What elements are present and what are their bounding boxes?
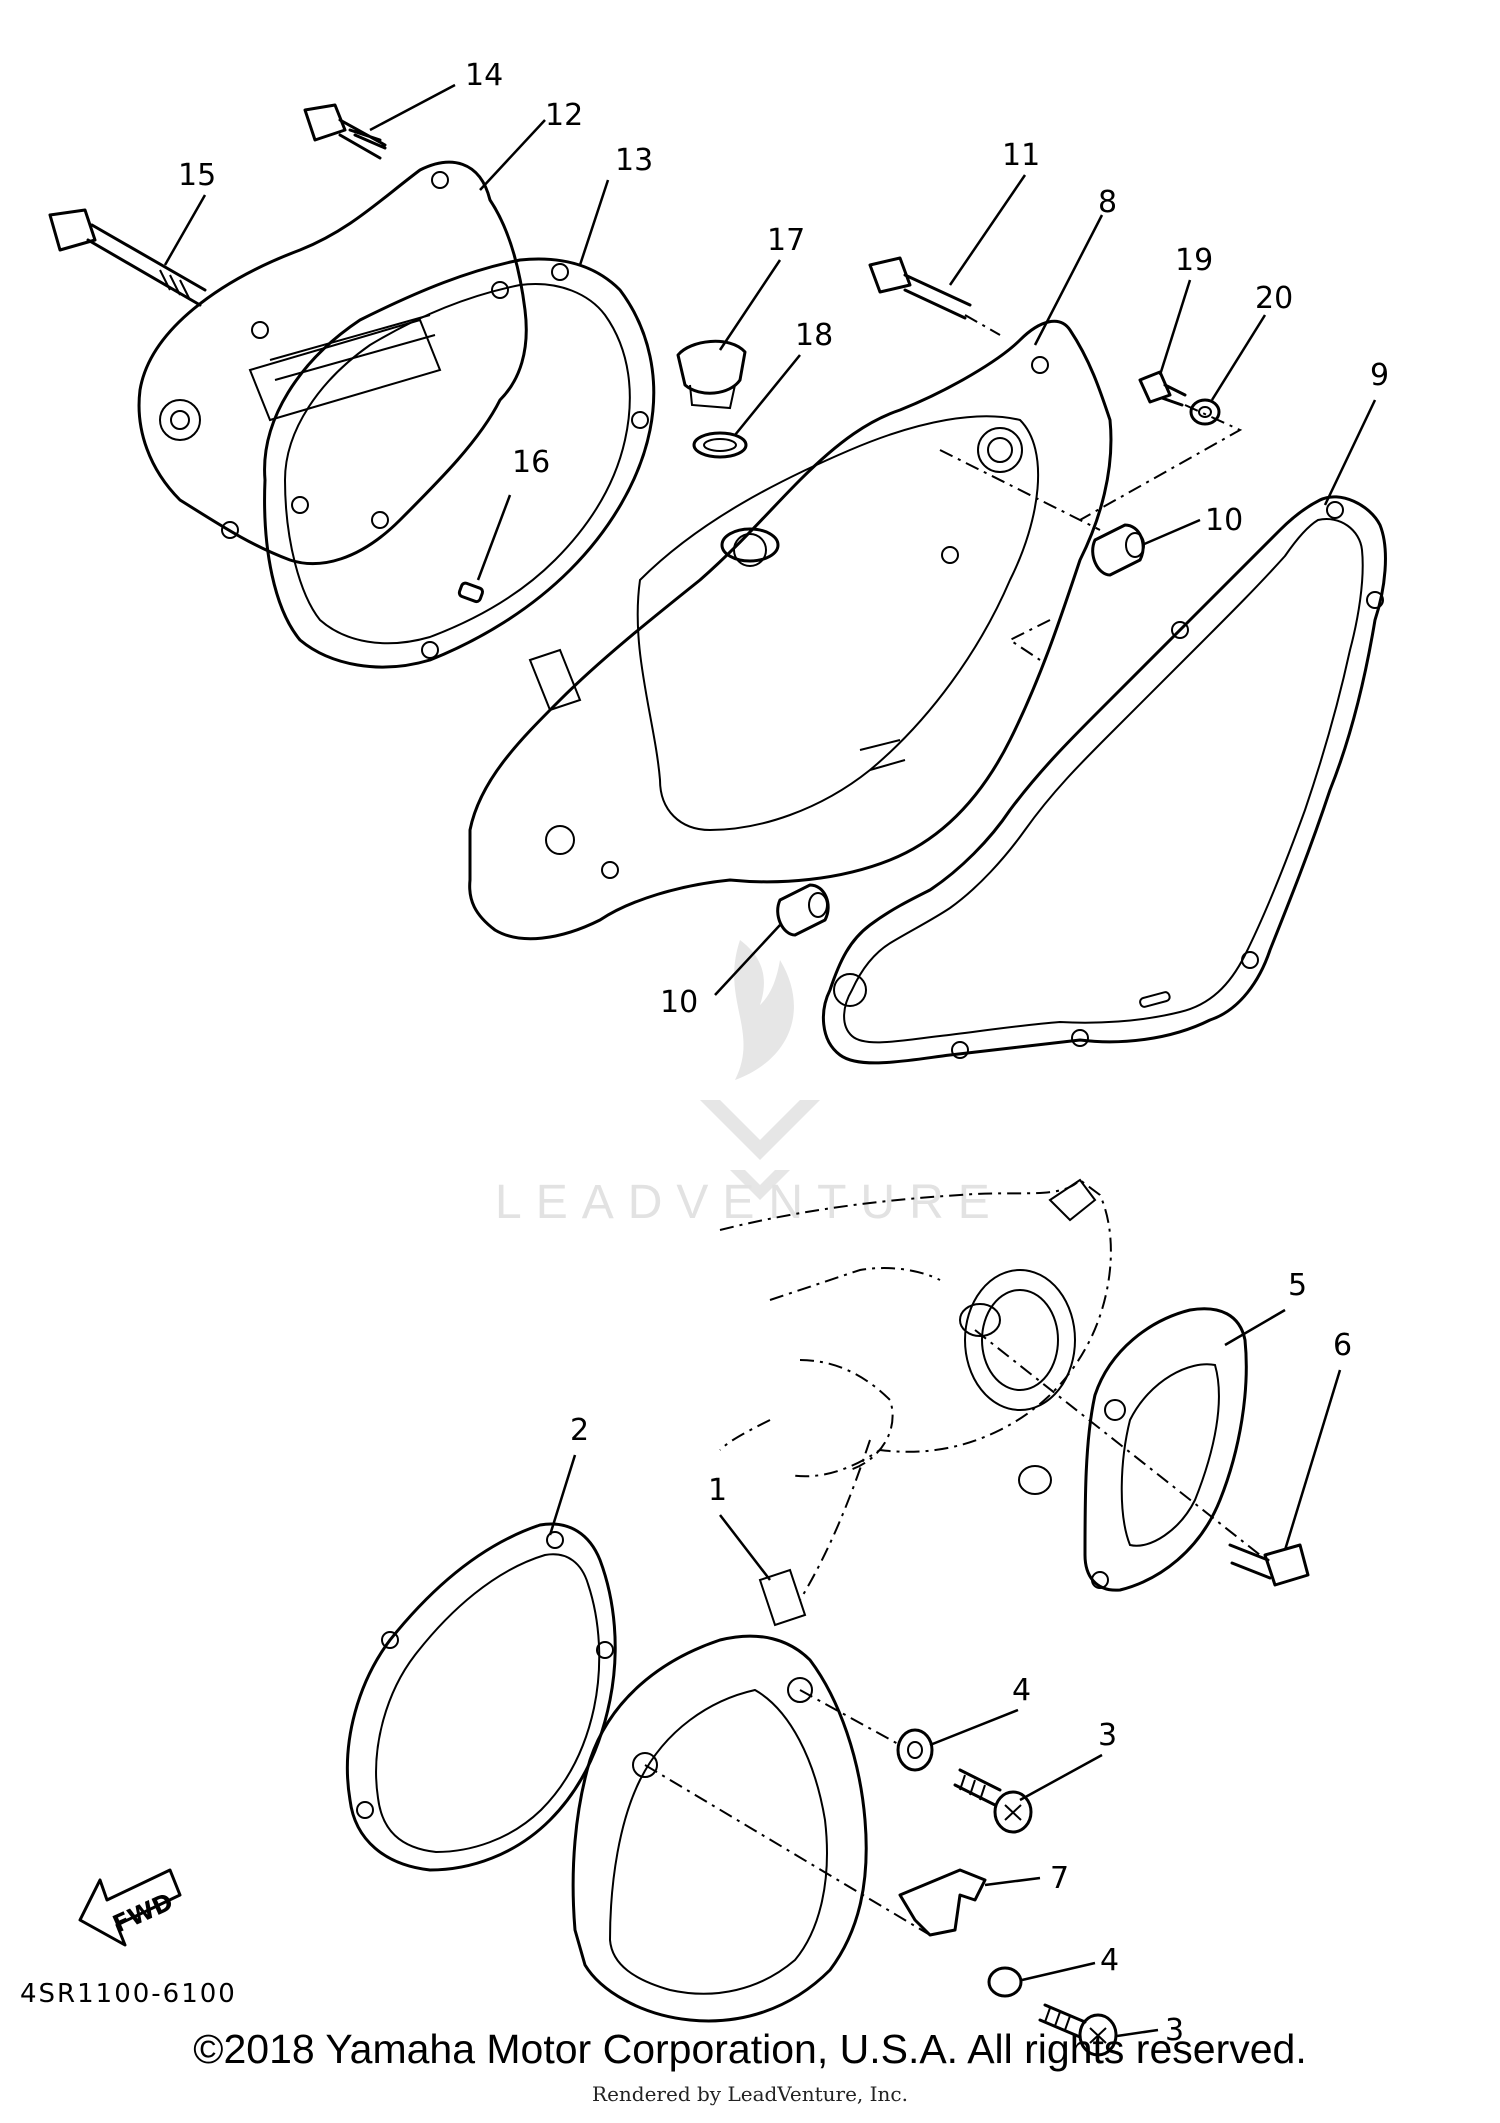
callout-6: 6 [1333,1328,1352,1363]
dowel-10-lower [776,883,830,937]
callout-9: 9 [1370,358,1389,393]
callout-19: 19 [1175,243,1213,278]
rendered-by-credit: Rendered by LeadVenture, Inc. [592,2082,908,2106]
callout-3-lower: 3 [1165,2013,1184,2048]
dowel-pin-16 [457,581,485,604]
centerline-gasket [1008,619,1051,661]
callout-3-upper: 3 [1098,1718,1117,1753]
bolt-3-lower [1038,2003,1118,2057]
washer-20 [1189,398,1221,426]
callout-20: 20 [1255,281,1293,316]
callout-13: 13 [615,143,653,178]
callout-15: 15 [178,158,216,193]
callout-17: 17 [767,223,805,258]
centerline-bolt-11 [964,314,1001,336]
forward-direction-arrow: FWD [78,1868,182,1947]
callout-10-lower: 10 [660,985,698,1020]
callout-1: 1 [708,1473,727,1508]
oil-seal-opening [720,527,780,563]
clamp-7 [898,1868,987,1937]
water-pump-cover-5 [1083,1307,1248,1592]
callout-12: 12 [545,98,583,133]
copyright-notice: ©2018 Yamaha Motor Corporation, U.S.A. A… [193,2026,1307,2072]
callout-16: 16 [512,445,550,480]
callout-11: 11 [1002,138,1040,173]
leadventure-watermark: LEADVENTURE [495,940,1004,1229]
clutch-cover-gasket-13 [263,257,656,669]
callout-labels: 14 12 13 15 11 8 17 18 19 20 9 16 10 10 … [178,58,1389,2048]
bolt-14 [303,103,387,160]
callout-4-lower: 4 [1100,1943,1119,1978]
watermark-text: LEADVENTURE [495,1176,1004,1229]
leader-lines [163,83,1377,2038]
washer-4-upper [896,1728,934,1772]
callout-5: 5 [1288,1268,1307,1303]
callout-18: 18 [795,318,833,353]
callout-14: 14 [465,58,503,93]
dowel-10-upper [1091,523,1145,577]
crankcase-cover-8 [468,319,1113,941]
callout-7: 7 [1050,1861,1069,1896]
centerline-bolt-19 [1079,404,1243,521]
crankcase-cover-1 [571,1568,868,2023]
callout-8: 8 [1098,185,1117,220]
filler-plug-17 [676,339,747,410]
washer-4-lower [987,1966,1023,1998]
engine-case-phantom [719,1178,1112,1601]
bolt-6 [1228,1543,1310,1587]
callout-10-upper: 10 [1205,503,1243,538]
stator-cover-gasket-2 [345,1522,617,1872]
clutch-cover-12 [137,160,528,566]
diagram-code: 4SR1100-6100 [20,1979,237,2009]
centerline-bolt-3-upper [799,1689,901,1746]
centerline-bolt-3-lower [644,1764,931,1936]
bolt-15 [48,208,207,307]
bolt-19 [1138,370,1187,407]
callout-2: 2 [570,1413,589,1448]
centerline-dowel-upper [939,449,1101,531]
centerline-bolt-6 [974,1329,1261,1556]
o-ring-18 [692,431,748,459]
bolt-11 [868,256,972,320]
callout-4-upper: 4 [1012,1673,1031,1708]
crankcase-gasket-9 [821,495,1387,1065]
bolt-3-upper [953,1768,1033,1834]
